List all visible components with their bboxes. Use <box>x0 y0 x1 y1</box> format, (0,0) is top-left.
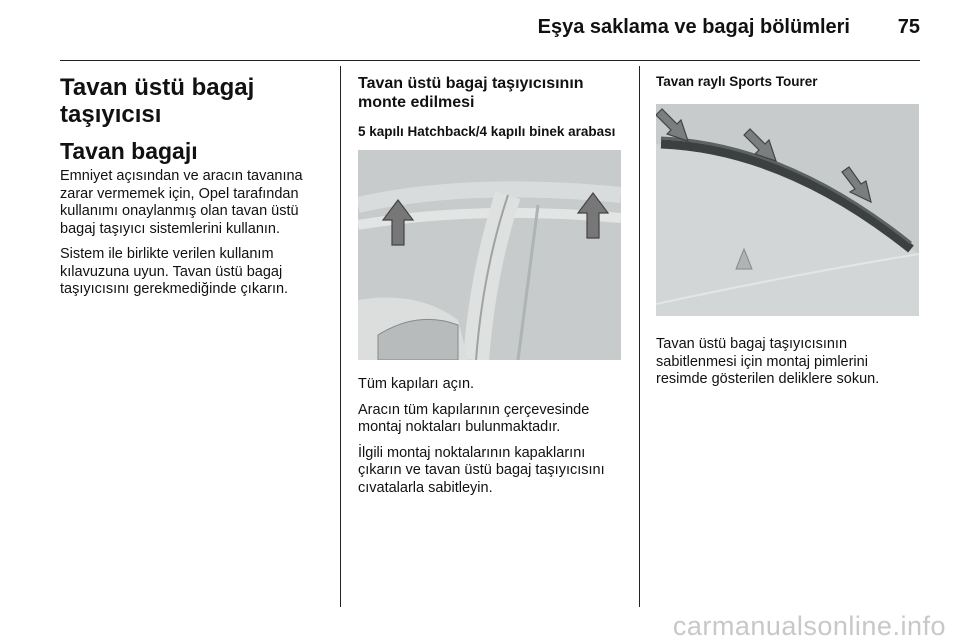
column-divider-1 <box>340 66 341 607</box>
arrow-icon <box>576 192 610 239</box>
column-2: Tavan üstü bagaj taşıyıcısının monte edi… <box>358 74 628 505</box>
section-heading: Tavan üstü bagaj taşıyıcısının monte edi… <box>358 75 584 111</box>
subsection-heading: 5 kapılı Hatchback/4 kapılı binek arabas… <box>358 124 616 139</box>
paragraph: Tüm kapıları açın. <box>358 376 475 392</box>
arrow-icon <box>841 166 872 204</box>
roof-mounting-points-illustration <box>358 150 621 360</box>
running-header-title: Eşya saklama ve bagaj bölümleri <box>537 16 850 38</box>
arrow-icon <box>381 199 415 246</box>
subsection-heading: Tavan raylı Sports Tourer <box>656 74 818 89</box>
roof-rail-illustration <box>656 104 919 316</box>
column-3: Tavan raylı Sports Tourer Tavan üstü bag… <box>656 74 922 397</box>
arrow-icon <box>743 128 777 162</box>
paragraph: Tavan üstü bagaj taşıyıcısının sabitlenm… <box>656 336 880 387</box>
column-divider-2 <box>639 66 640 607</box>
section-heading: Tavan üstü bagaj taşıyıcısı <box>60 74 255 128</box>
header-rule <box>60 60 920 61</box>
watermark: carmanualsonline.info <box>672 611 946 641</box>
paragraph: Sistem ile birlikte verilen kullanım kıl… <box>60 246 289 297</box>
arrow-icon <box>656 108 689 142</box>
subsection-heading: Tavan bagajı <box>60 138 198 164</box>
page-number: 75 <box>897 16 920 38</box>
paragraph: Aracın tüm kapılarının çerçevesinde mont… <box>358 401 590 436</box>
paragraph: Emniyet açısından ve aracın tavanına zar… <box>60 168 303 237</box>
paragraph: İlgili montaj noktalarının kapaklarını ç… <box>358 444 605 496</box>
column-1: Tavan üstü bagaj taşıyıcısı Tavan bagajı… <box>60 74 328 307</box>
